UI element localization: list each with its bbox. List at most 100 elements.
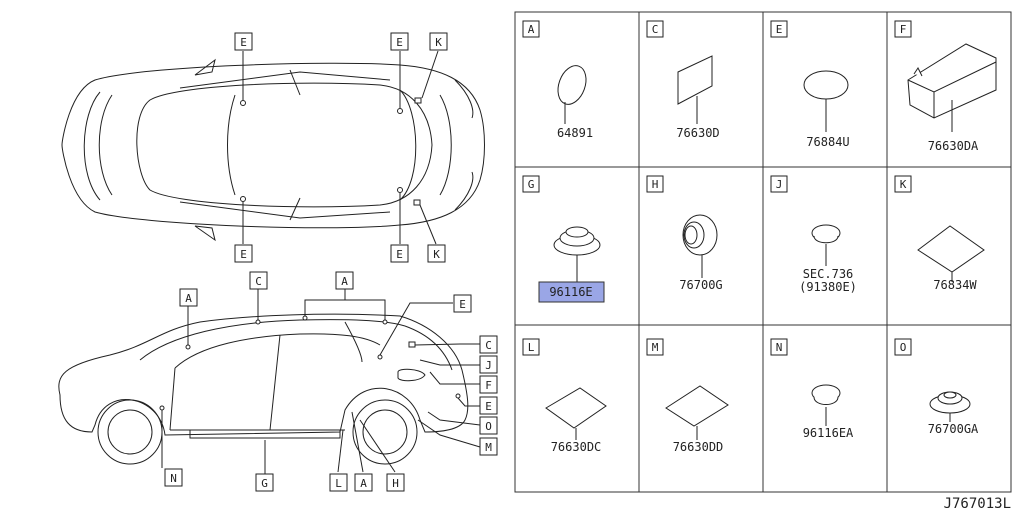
cell-letter: K xyxy=(900,178,907,191)
callout-letter: C xyxy=(485,339,492,352)
callout-letter: C xyxy=(255,275,262,288)
cell-letter: M xyxy=(652,341,659,354)
callout-letter: E xyxy=(396,248,403,261)
cell-J-tag: J xyxy=(770,175,788,193)
cell-H-tag: H xyxy=(646,175,664,193)
callout-A[interactable]: A xyxy=(335,271,354,290)
callout-K[interactable]: K xyxy=(427,244,446,263)
cell-letters: A C E F G H J K L M N O xyxy=(522,20,912,356)
callout-C[interactable]: C xyxy=(249,271,268,290)
diamond-sheet-icon xyxy=(665,385,729,440)
callout-letter: O xyxy=(485,420,492,433)
callout-J[interactable]: J xyxy=(479,355,498,374)
part-number-76700GA[interactable]: 76700GA xyxy=(928,422,979,436)
callout-letter: L xyxy=(335,477,342,490)
part-number-76884U[interactable]: 76884U xyxy=(806,135,849,149)
diamond-sheet-icon xyxy=(917,225,985,282)
cell-N-tag: N xyxy=(770,338,788,356)
callout-F[interactable]: F xyxy=(479,375,498,394)
car-top-view xyxy=(61,58,485,242)
callout-letter: K xyxy=(435,36,442,49)
callout-E[interactable]: E xyxy=(453,294,472,313)
highlight-96116E xyxy=(538,281,605,303)
part-number-sec736[interactable]: SEC.736 xyxy=(803,267,854,281)
callout-letter: N xyxy=(170,472,177,485)
top-view-callouts: E E K E E K xyxy=(234,32,448,263)
cell-letter: C xyxy=(652,23,659,36)
part-number-76834W[interactable]: 76834W xyxy=(933,278,977,292)
cell-O-tag: O xyxy=(894,338,912,356)
part-number-96116E[interactable]: 96116E xyxy=(549,285,592,299)
cell-letter: N xyxy=(776,341,783,354)
callout-N[interactable]: N xyxy=(164,468,183,487)
callout-letter: A xyxy=(360,477,367,490)
cell-letter: O xyxy=(900,341,907,354)
cell-letter: G xyxy=(528,178,535,191)
callout-C[interactable]: C xyxy=(479,335,498,354)
cell-K-tag: K xyxy=(894,175,912,193)
callout-letter: E xyxy=(240,248,247,261)
side-view-leaders xyxy=(159,289,481,474)
cell-L-tag: L xyxy=(522,338,540,356)
callout-letter: E xyxy=(396,36,403,49)
callout-L[interactable]: L xyxy=(329,473,348,492)
part-number-76630D[interactable]: 76630D xyxy=(676,126,719,140)
callout-O[interactable]: O xyxy=(479,416,498,435)
cell-A-tag: A xyxy=(522,20,540,38)
part-number-76630DC[interactable]: 76630DC xyxy=(551,440,602,454)
callout-M[interactable]: M xyxy=(479,437,498,456)
callout-K[interactable]: K xyxy=(429,32,448,51)
cell-letter: L xyxy=(528,341,535,354)
cell-letter: E xyxy=(776,23,783,36)
part-number-76630DA[interactable]: 76630DA xyxy=(928,139,979,153)
cell-letter: F xyxy=(900,23,907,36)
part-number-64891[interactable]: 64891 xyxy=(557,126,593,140)
diamond-sheet-icon xyxy=(545,387,607,440)
cell-F-tag: F xyxy=(894,20,912,38)
callout-letter: E xyxy=(485,400,492,413)
plug-icon xyxy=(811,224,841,266)
callout-E[interactable]: E xyxy=(234,244,253,263)
cell-letter: A xyxy=(528,23,535,36)
part-number-96116EA[interactable]: 96116EA xyxy=(803,426,854,440)
top-view-leaders xyxy=(240,50,439,245)
callout-E[interactable]: E xyxy=(234,32,253,51)
callout-E[interactable]: E xyxy=(390,244,409,263)
callout-H[interactable]: H xyxy=(386,473,405,492)
ring-grommet-icon xyxy=(682,214,718,278)
flanged-grommet-icon xyxy=(929,391,971,422)
callout-A[interactable]: A xyxy=(179,288,198,307)
foam-block-icon xyxy=(907,43,997,132)
cell-M-tag: M xyxy=(646,338,664,356)
part-icons xyxy=(545,43,997,440)
cell-letter: J xyxy=(776,178,783,191)
callout-letter: G xyxy=(261,477,268,490)
flat-sheet-icon xyxy=(677,55,713,124)
cell-letter: H xyxy=(652,178,659,191)
callout-letter: E xyxy=(240,36,247,49)
side-view-callouts: A C A E C J F E O M N G L A H xyxy=(164,271,498,492)
oval-seal-icon xyxy=(803,70,849,132)
part-number-91380E[interactable]: (91380E) xyxy=(799,280,857,294)
cell-C-tag: C xyxy=(646,20,664,38)
callout-letter: F xyxy=(485,379,492,392)
callout-letter: H xyxy=(392,477,399,490)
part-number-76700G[interactable]: 76700G xyxy=(679,278,722,292)
callout-letter: A xyxy=(185,292,192,305)
callout-letter: M xyxy=(485,441,492,454)
callout-letter: E xyxy=(459,298,466,311)
callout-E[interactable]: E xyxy=(390,32,409,51)
grommet-icon xyxy=(553,226,601,282)
part-number-76630DD[interactable]: 76630DD xyxy=(673,440,724,454)
callout-letter: J xyxy=(485,359,492,372)
callout-letter: A xyxy=(341,275,348,288)
part-numbers: 64891 76630D 76884U 76630DA 96116E 76700… xyxy=(549,126,979,454)
callout-A[interactable]: A xyxy=(354,473,373,492)
diagram-id: J767013L xyxy=(944,496,1011,510)
oval-pad-icon xyxy=(557,65,587,124)
cell-E-tag: E xyxy=(770,20,788,38)
callout-E[interactable]: E xyxy=(479,396,498,415)
callout-G[interactable]: G xyxy=(255,473,274,492)
callout-letter: K xyxy=(433,248,440,261)
